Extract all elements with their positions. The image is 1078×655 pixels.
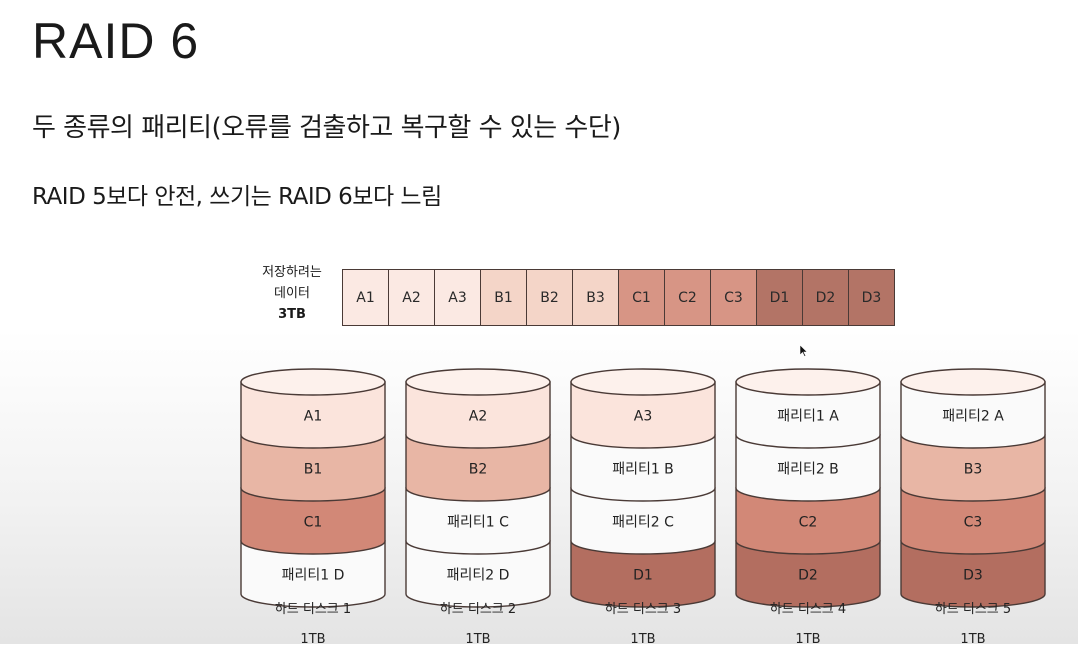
disk-segment-label: C2 [799,515,818,531]
disk-segment: 패리티2 A [900,381,1046,449]
disk-segment-label: 패리티2 B [777,462,839,478]
disk-segment-label: D1 [633,568,653,584]
hard-disk-capacity: 1TB [465,632,491,647]
disk-segment: 패리티1 D [240,540,386,608]
disk-segment: B2 [405,434,551,502]
data-block: A3 [435,270,481,325]
disk-segment: A1 [240,381,386,449]
hard-disk-capacity: 1TB [960,632,986,647]
hard-disk-label: 하드 디스크 2 1TB [405,595,551,655]
disk-segment-label: A1 [304,409,322,425]
disk-segment: 패리티2 D [405,540,551,608]
hard-disk-name: 하드 디스크 5 [934,602,1012,617]
hard-disk-capacity: 1TB [300,632,326,647]
disk-segment: C2 [735,487,881,555]
disk-segment-label: A3 [634,409,652,425]
disk-top-cap [900,368,1046,396]
hard-disk-capacity: 1TB [630,632,656,647]
disk-segment: 패리티1 C [405,487,551,555]
data-caption-line: 데이터 [274,286,310,301]
data-caption-size: 3TB [278,307,306,322]
disk-segment: 패리티1 A [735,381,881,449]
data-block: A2 [389,270,435,325]
disk-segment: C1 [240,487,386,555]
disk-segment-label: 패리티2 C [612,515,674,531]
slide-note: RAID 5보다 안전, 쓰기는 RAID 6보다 느림 [32,184,442,210]
mouse-cursor-icon [800,345,808,357]
hard-disk-label: 하드 디스크 5 1TB [900,595,1046,655]
hard-disk-capacity: 1TB [795,632,821,647]
data-block: D1 [757,270,803,325]
disk-segment: B1 [240,434,386,502]
disk-segment-label: 패리티1 B [612,462,674,478]
hard-disk-name: 하드 디스크 4 [769,602,847,617]
disk-segment: D1 [570,540,716,608]
data-block: B2 [527,270,573,325]
disk-top-cap [240,368,386,396]
hard-disk-5: D3 C3 B3 패리티2 A [900,368,1046,609]
data-caption-line: 저장하려는 [262,265,322,280]
disk-top-cap [405,368,551,396]
disk-segment-label: C1 [304,515,323,531]
slide-title: RAID 6 [32,13,200,69]
disk-segment: A2 [405,381,551,449]
hard-disk-label: 하드 디스크 4 1TB [735,595,881,655]
hard-disk-1: 패리티1 D C1 B1 A1 [240,368,386,609]
data-block: D3 [849,270,894,325]
disk-segment-label: D3 [963,568,983,584]
data-block: B3 [573,270,619,325]
hard-disk-4: D2 C2 패리티2 B 패리티1 A [735,368,881,609]
disk-segment-label: 패리티1 D [282,568,345,584]
disk-segment-label: 패리티2 D [447,568,510,584]
data-block: C1 [619,270,665,325]
hard-disk-2: 패리티2 D 패리티1 C B2 A2 [405,368,551,609]
data-block: C2 [665,270,711,325]
disk-segment-label: 패리티2 A [942,409,1004,425]
hard-disk-3: D1 패리티2 C 패리티1 B A3 [570,368,716,609]
data-block: B1 [481,270,527,325]
slide-subtitle: 두 종류의 패리티(오류를 검출하고 복구할 수 있는 수단) [32,113,621,143]
data-caption: 저장하려는 데이터 3TB [244,262,340,325]
data-block: A1 [343,270,389,325]
disk-segment-label: B2 [469,462,488,478]
data-block: C3 [711,270,757,325]
disk-segment: B3 [900,434,1046,502]
disk-segment: D2 [735,540,881,608]
disk-segment: D3 [900,540,1046,608]
disk-segment: C3 [900,487,1046,555]
data-block: D2 [803,270,849,325]
disk-segment-label: B3 [964,462,983,478]
disk-segment-label: D2 [798,568,818,584]
hard-disk-label: 하드 디스크 1 1TB [240,595,386,655]
disk-segment-label: C3 [964,515,983,531]
disk-top-cap [735,368,881,396]
hard-disk-name: 하드 디스크 3 [604,602,682,617]
disk-segment: A3 [570,381,716,449]
disk-segment-label: 패리티1 C [447,515,509,531]
disk-segment: 패리티2 B [735,434,881,502]
disk-top-cap [570,368,716,396]
hard-disk-name: 하드 디스크 2 [439,602,517,617]
disk-segment: 패리티2 C [570,487,716,555]
hard-disk-label: 하드 디스크 3 1TB [570,595,716,655]
disk-segment-label: B1 [304,462,323,478]
disk-segment: 패리티1 B [570,434,716,502]
hard-disk-name: 하드 디스크 1 [274,602,352,617]
disk-segment-label: A2 [469,409,487,425]
disk-segment-label: 패리티1 A [777,409,839,425]
